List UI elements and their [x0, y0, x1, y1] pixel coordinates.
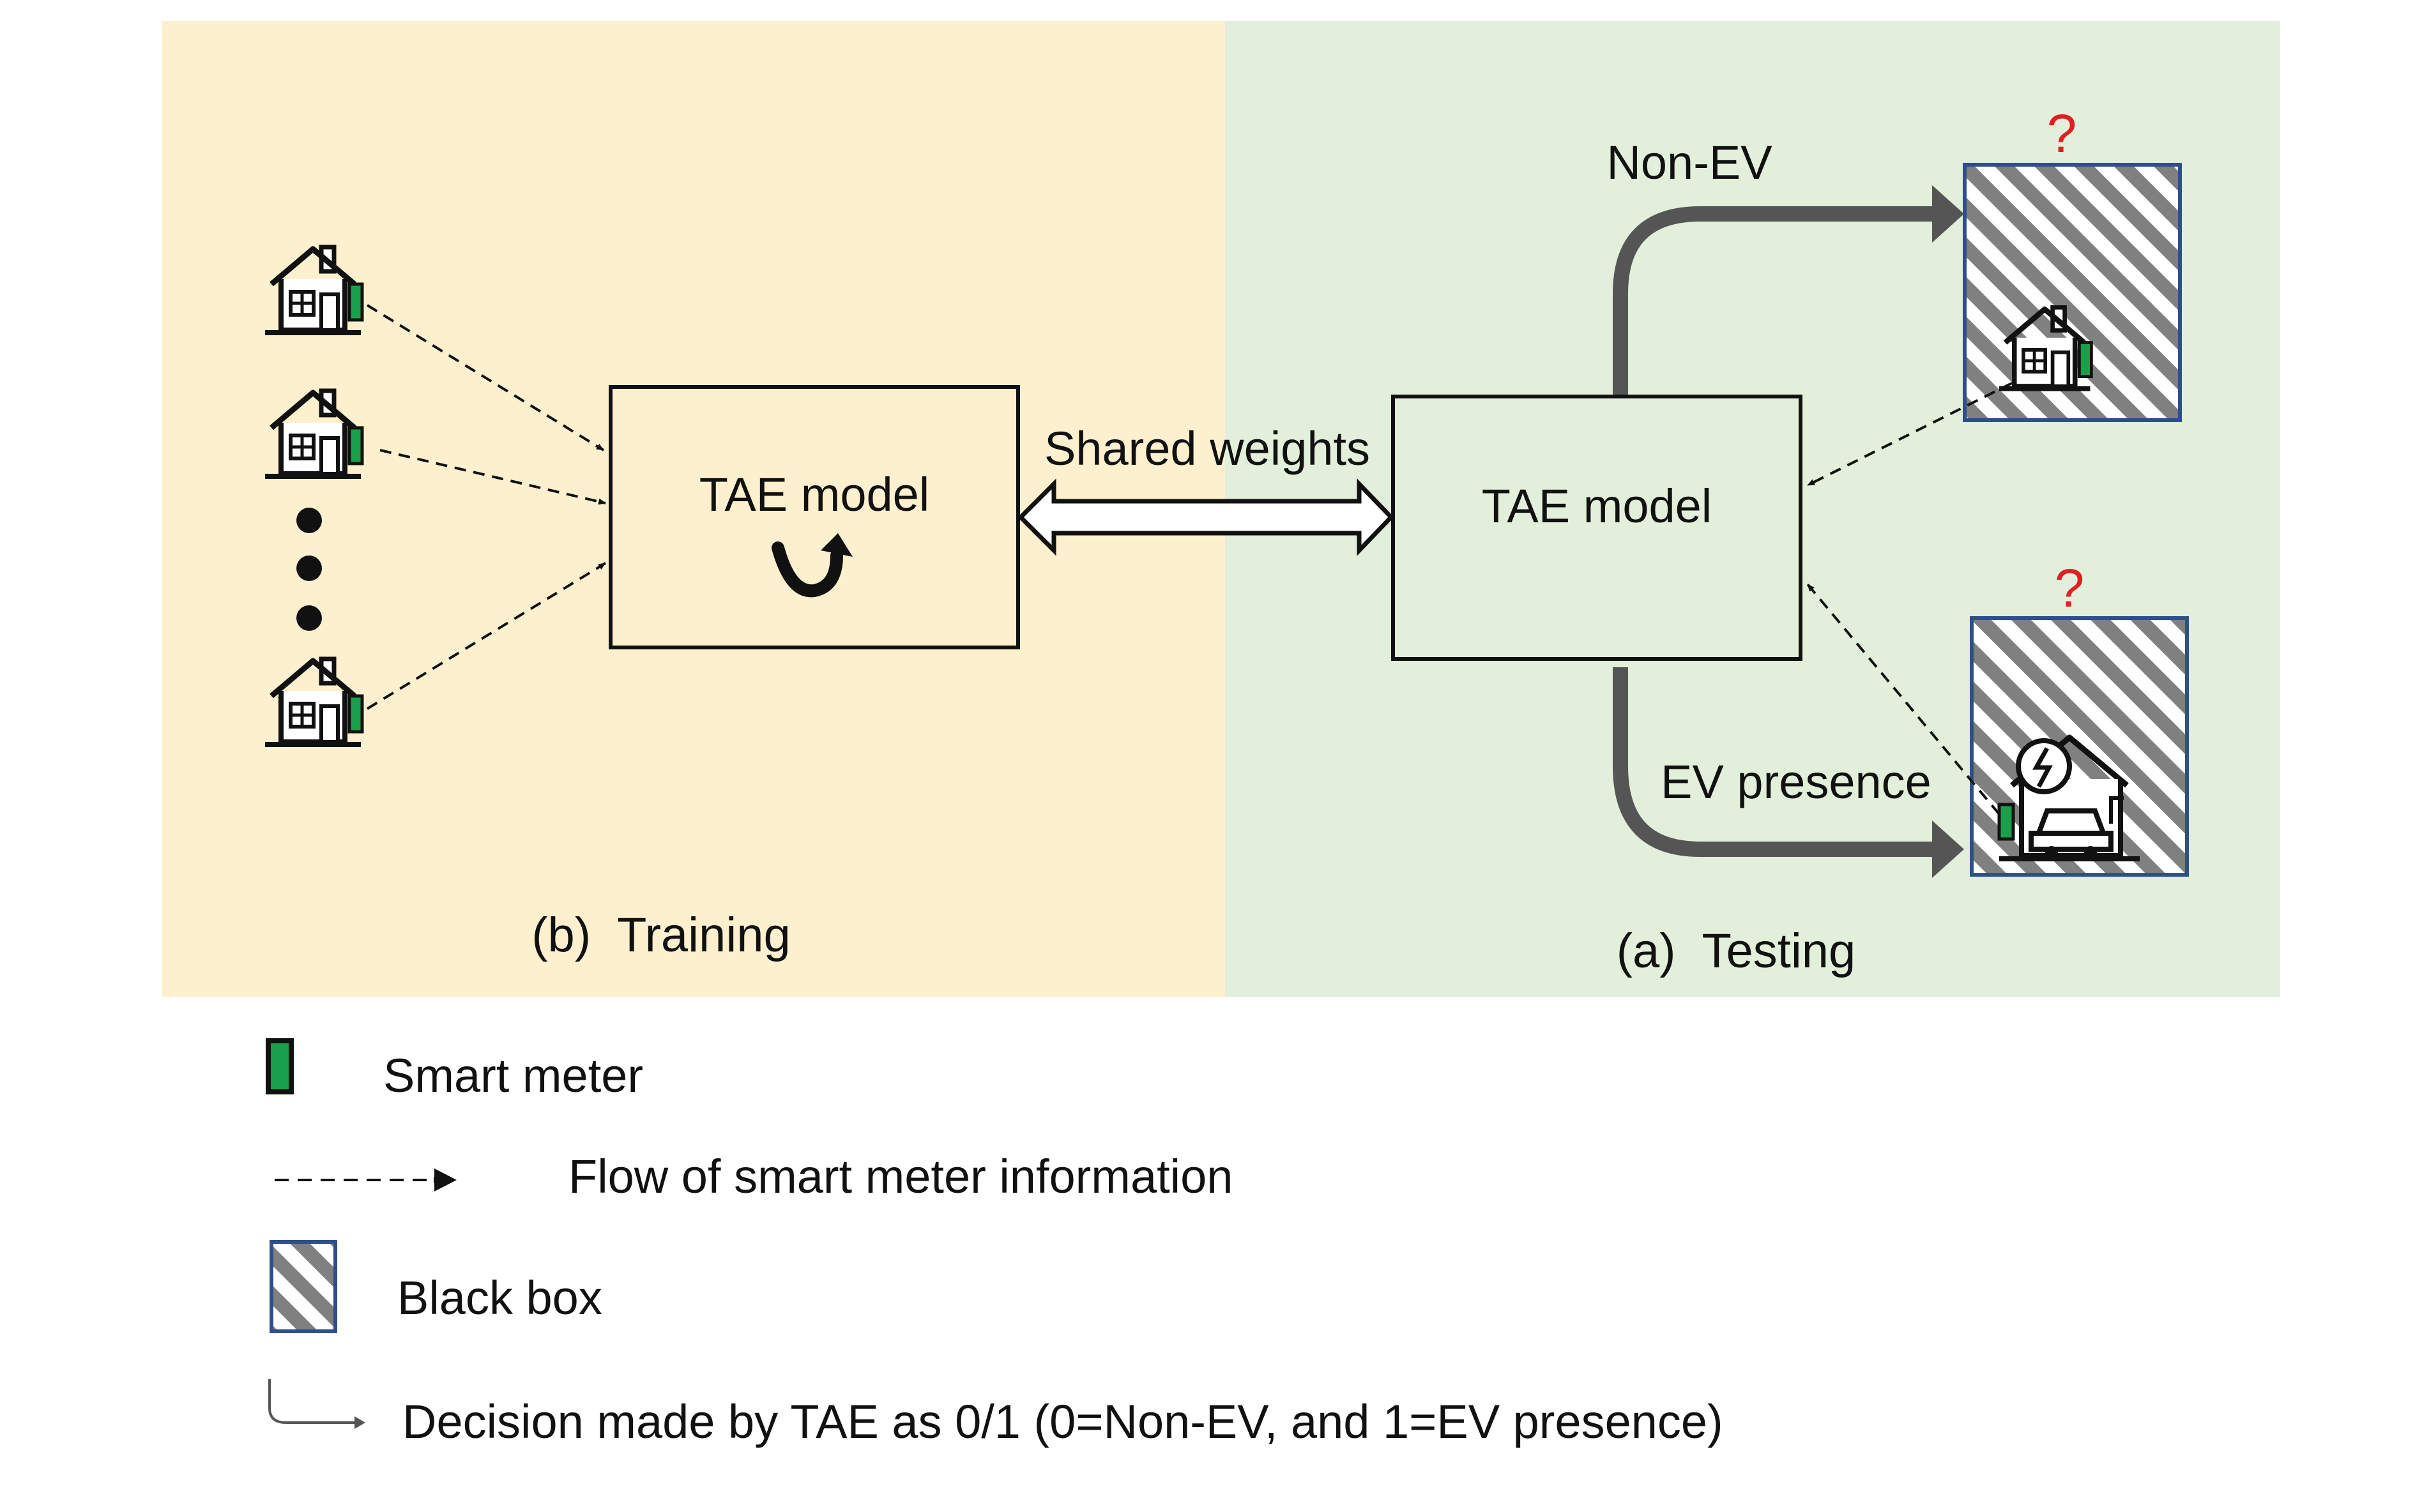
ellipsis-dots — [296, 508, 322, 631]
testing-model-box — [1391, 395, 1802, 661]
black-box-ev — [1970, 616, 2189, 877]
black-box-non-ev — [1963, 163, 2182, 422]
branch-ev-label: EV presence — [1661, 755, 1931, 808]
black-box-icon — [270, 1240, 337, 1333]
training-loop-icon — [772, 533, 853, 598]
house-icon — [1993, 294, 2103, 398]
legend-flow: Flow of smart meter information — [568, 1150, 1233, 1203]
testing-model-label: TAE model — [1482, 480, 1712, 533]
question-mark-bottom: ? — [2055, 558, 2085, 618]
shared-weights-label: Shared weights — [1044, 422, 1370, 475]
branch-non-ev-label: Non-EV — [1606, 136, 1772, 189]
decision-arrow-non-ev — [1613, 185, 1964, 395]
legend-smart-meter: Smart meter — [383, 1049, 643, 1102]
smart-meter-icon — [266, 1038, 294, 1094]
legend: Smart meter Flow of smart meter informat… — [266, 1038, 1723, 1448]
testing-data-flows — [1806, 382, 2013, 815]
legend-decision: Decision made by TAE as 0/1 (0=Non-EV, a… — [402, 1395, 1723, 1448]
training-data-flows — [366, 304, 607, 710]
decision-arrow-ev — [1613, 667, 1964, 878]
training-model-label: TAE model — [699, 468, 930, 521]
testing-panel-label: (a) Testing — [1617, 924, 1856, 978]
legend-black-box: Black box — [397, 1271, 602, 1324]
question-mark-top: ? — [2047, 103, 2077, 163]
training-panel-label: (b) Training — [531, 908, 791, 962]
decision-arrow-icon — [268, 1379, 358, 1424]
